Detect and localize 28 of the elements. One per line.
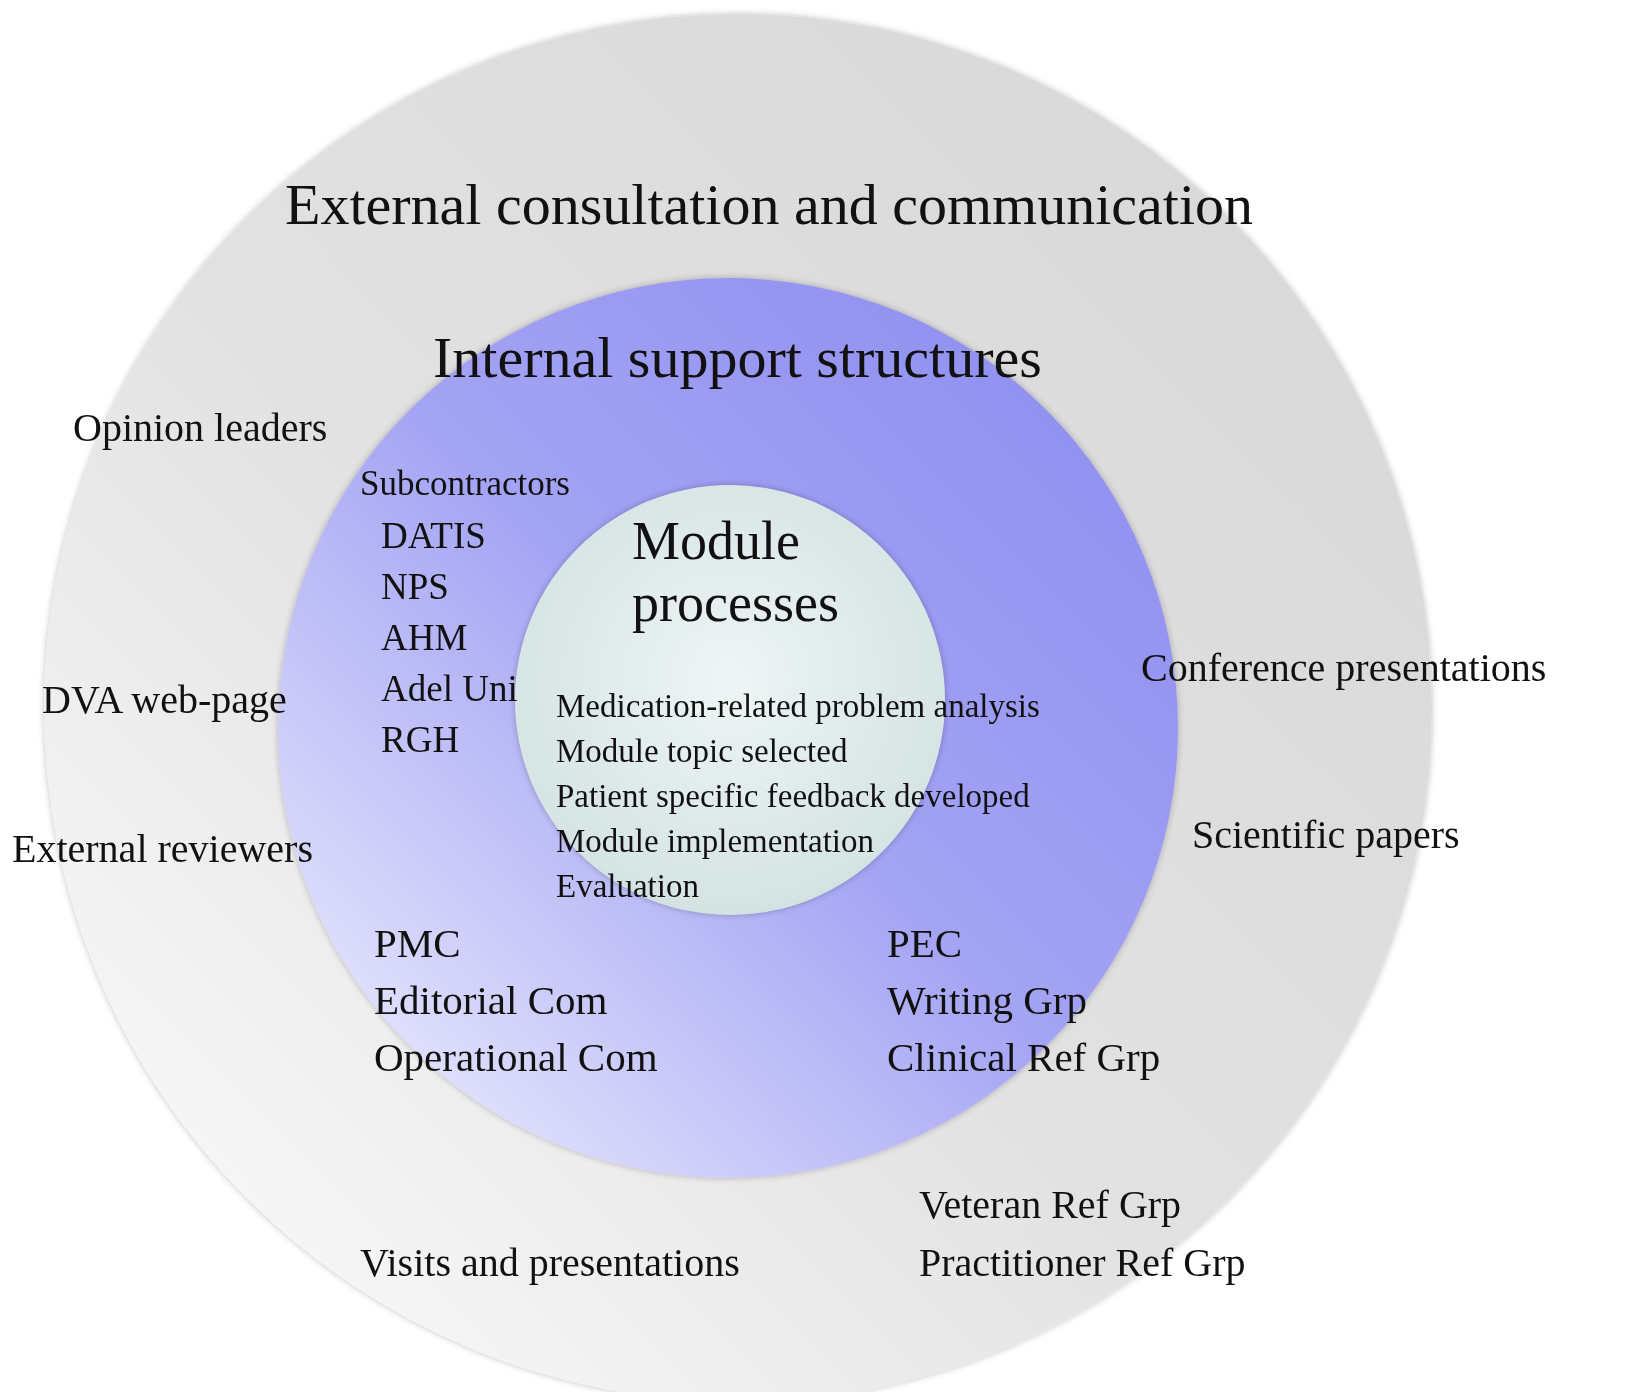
ring-title: Internal support structures [433, 325, 1042, 392]
ring-title: External consultation and communication [285, 172, 1254, 239]
item-label: Conference presentations [1141, 645, 1547, 691]
item-label: Visits and presentations [360, 1240, 740, 1286]
item-label: Module topic selected [556, 733, 848, 771]
item-label: External reviewers [12, 826, 313, 872]
item-label: Scientific papers [1192, 812, 1460, 858]
item-label: Practitioner Ref Grp [919, 1240, 1246, 1286]
item-label: Operational Com [374, 1034, 658, 1082]
item-label: NPS [381, 566, 449, 609]
item-label: AHM [381, 617, 468, 660]
item-label: RGH [381, 719, 460, 762]
item-label: Clinical Ref Grp [887, 1034, 1161, 1082]
ring-title: Module processes [632, 510, 840, 635]
item-label: Veteran Ref Grp [919, 1182, 1182, 1228]
item-label: Opinion leaders [73, 405, 328, 451]
item-label: Writing Grp [887, 977, 1087, 1025]
item-label: Editorial Com [374, 977, 608, 1025]
item-label: Medication-related problem analysis [556, 688, 1040, 726]
item-label: Evaluation [556, 868, 699, 906]
item-label: Patient specific feedback developed [556, 778, 1030, 816]
item-label: PMC [374, 920, 461, 968]
item-label: PEC [887, 920, 963, 968]
item-label: Module implementation [556, 823, 875, 861]
item-label: DVA web-page [42, 677, 287, 723]
item-label: DATIS [381, 515, 486, 558]
item-label: Adel Uni [381, 668, 518, 711]
item-label: Subcontractors [360, 464, 570, 505]
